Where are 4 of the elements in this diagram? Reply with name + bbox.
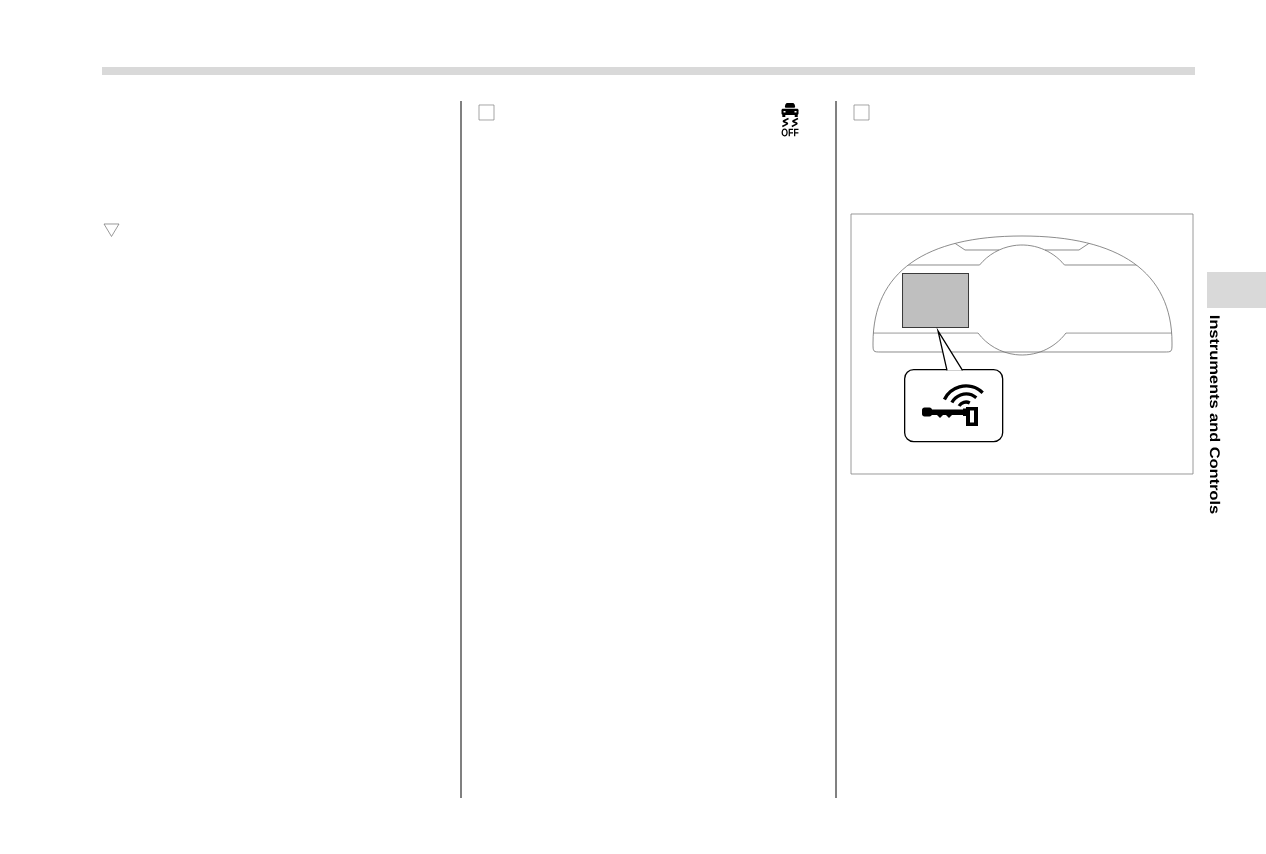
display-panel <box>902 273 969 328</box>
section-title: Instruments and Controls <box>1209 315 1221 514</box>
callout-pointer <box>936 327 964 371</box>
icon-label: OFF <box>781 128 799 137</box>
